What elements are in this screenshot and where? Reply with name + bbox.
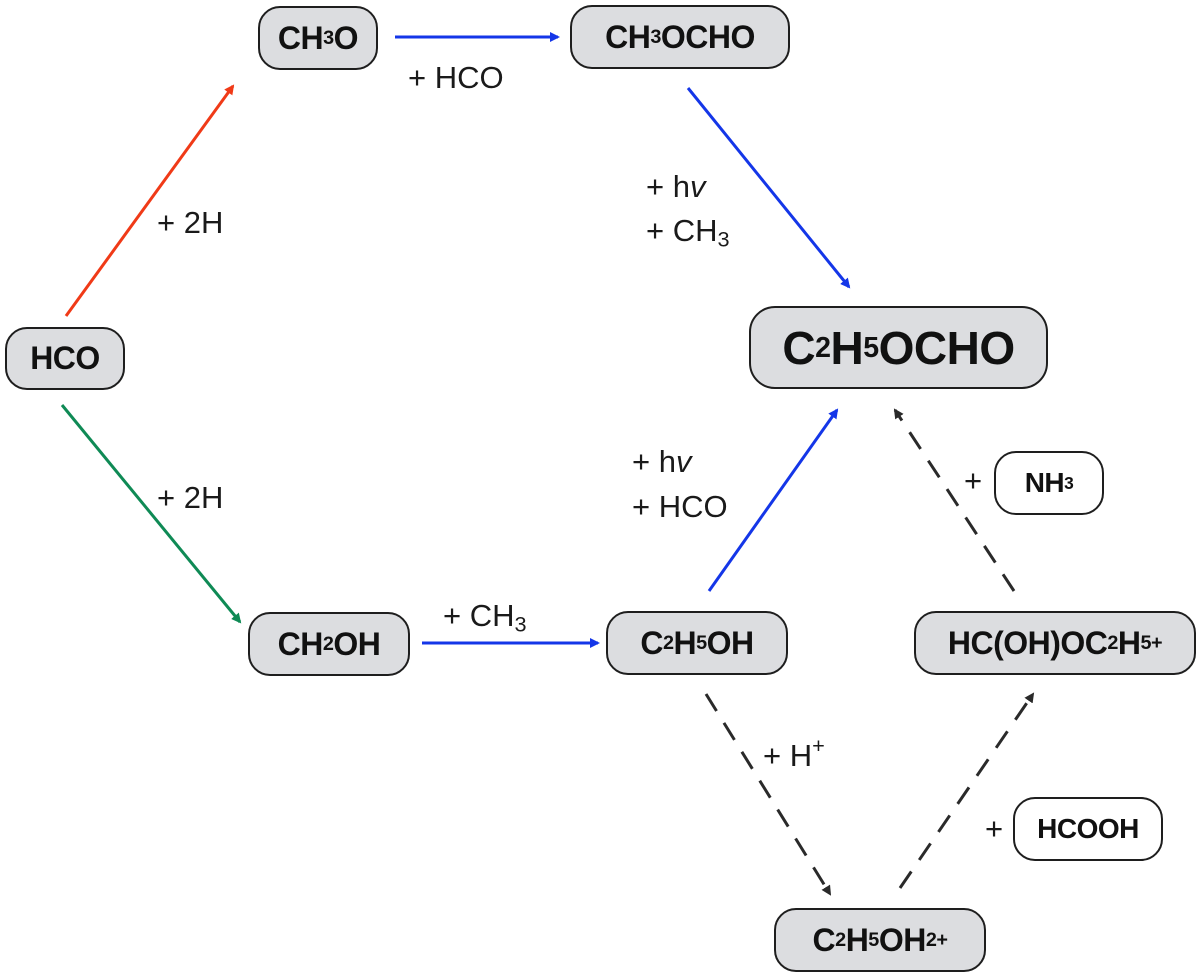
subscript: 3: [717, 226, 730, 252]
formula-text: OH: [333, 625, 381, 662]
formula-text: O: [333, 19, 359, 56]
label-plus-2h-green: + 2H: [157, 479, 223, 516]
label-plus-hv-mid: + hv: [632, 443, 691, 480]
label-plus-nh3: +: [964, 462, 982, 499]
formula-text: C: [782, 321, 816, 374]
formula-text: H: [830, 321, 864, 374]
formula-text: H: [673, 624, 697, 661]
formula-text: + h: [632, 444, 676, 479]
formula-text: +: [964, 463, 983, 498]
label-plus-hco-top: + HCO: [408, 59, 504, 96]
label-plus-ch3-bottom: + CH3: [443, 597, 527, 637]
formula-text: + H: [763, 738, 813, 773]
formula-text: OH: [706, 624, 755, 661]
arrow-hcohoc2h5-to-c2h5ocho: [893, 408, 1016, 592]
superscript: +: [812, 732, 825, 758]
formula-text: OCHO: [660, 18, 756, 55]
label-plus-2h-red: + 2H: [157, 204, 223, 241]
formula-text: HCO: [30, 340, 100, 376]
formula-text: + HCO: [408, 60, 504, 95]
arrow-c2h5oh2-to-hcohoc2h5: [898, 692, 1035, 889]
label-plus-hcooh: +: [985, 810, 1003, 847]
label-plus-hv-top: + hv: [646, 168, 705, 205]
arrow-hco-to-ch2oh: [60, 404, 242, 624]
formula-text: + HCO: [632, 489, 728, 524]
nu-symbol: v: [689, 169, 706, 204]
formula-text: OH: [878, 921, 927, 958]
formula-text: C: [640, 624, 663, 661]
formula-text: + 2H: [157, 205, 224, 240]
formula-text: + 2H: [157, 480, 224, 515]
label-plus-ch3-right: + CH3: [646, 212, 730, 252]
label-plus-hco-mid: + HCO: [632, 488, 728, 525]
formula-text: + h: [646, 169, 690, 204]
formula-text: NH: [1024, 467, 1065, 498]
formula-text: HC(OH)OC: [947, 624, 1108, 661]
formula-text: + CH: [443, 598, 515, 633]
arrow-ch3ocho-to-c2h5ocho: [686, 87, 851, 289]
arrow-c2h5oh-to-c2h5ocho: [707, 408, 839, 592]
arrow-c2h5oh-to-c2h5oh2: [704, 693, 832, 896]
node-hco: HCO: [5, 327, 125, 390]
formula-text: OCHO: [878, 321, 1016, 374]
arrow-hco-to-ch3o: [64, 84, 235, 317]
formula-text: CH: [277, 19, 324, 56]
formula-text: H: [1117, 624, 1141, 661]
formula-text: + CH: [646, 213, 718, 248]
nu-symbol: v: [675, 444, 692, 479]
formula-text: CH: [277, 625, 324, 662]
reagent-hcooh: HCOOH: [1013, 797, 1163, 861]
formula-text: +: [985, 811, 1004, 846]
label-plus-h-plus: + H+: [763, 735, 825, 774]
formula-text: HCOOH: [1037, 813, 1139, 844]
subscript: 3: [514, 611, 527, 637]
formula-text: CH: [605, 18, 651, 55]
formula-text: H: [845, 921, 869, 958]
formula-text: C: [812, 921, 836, 958]
